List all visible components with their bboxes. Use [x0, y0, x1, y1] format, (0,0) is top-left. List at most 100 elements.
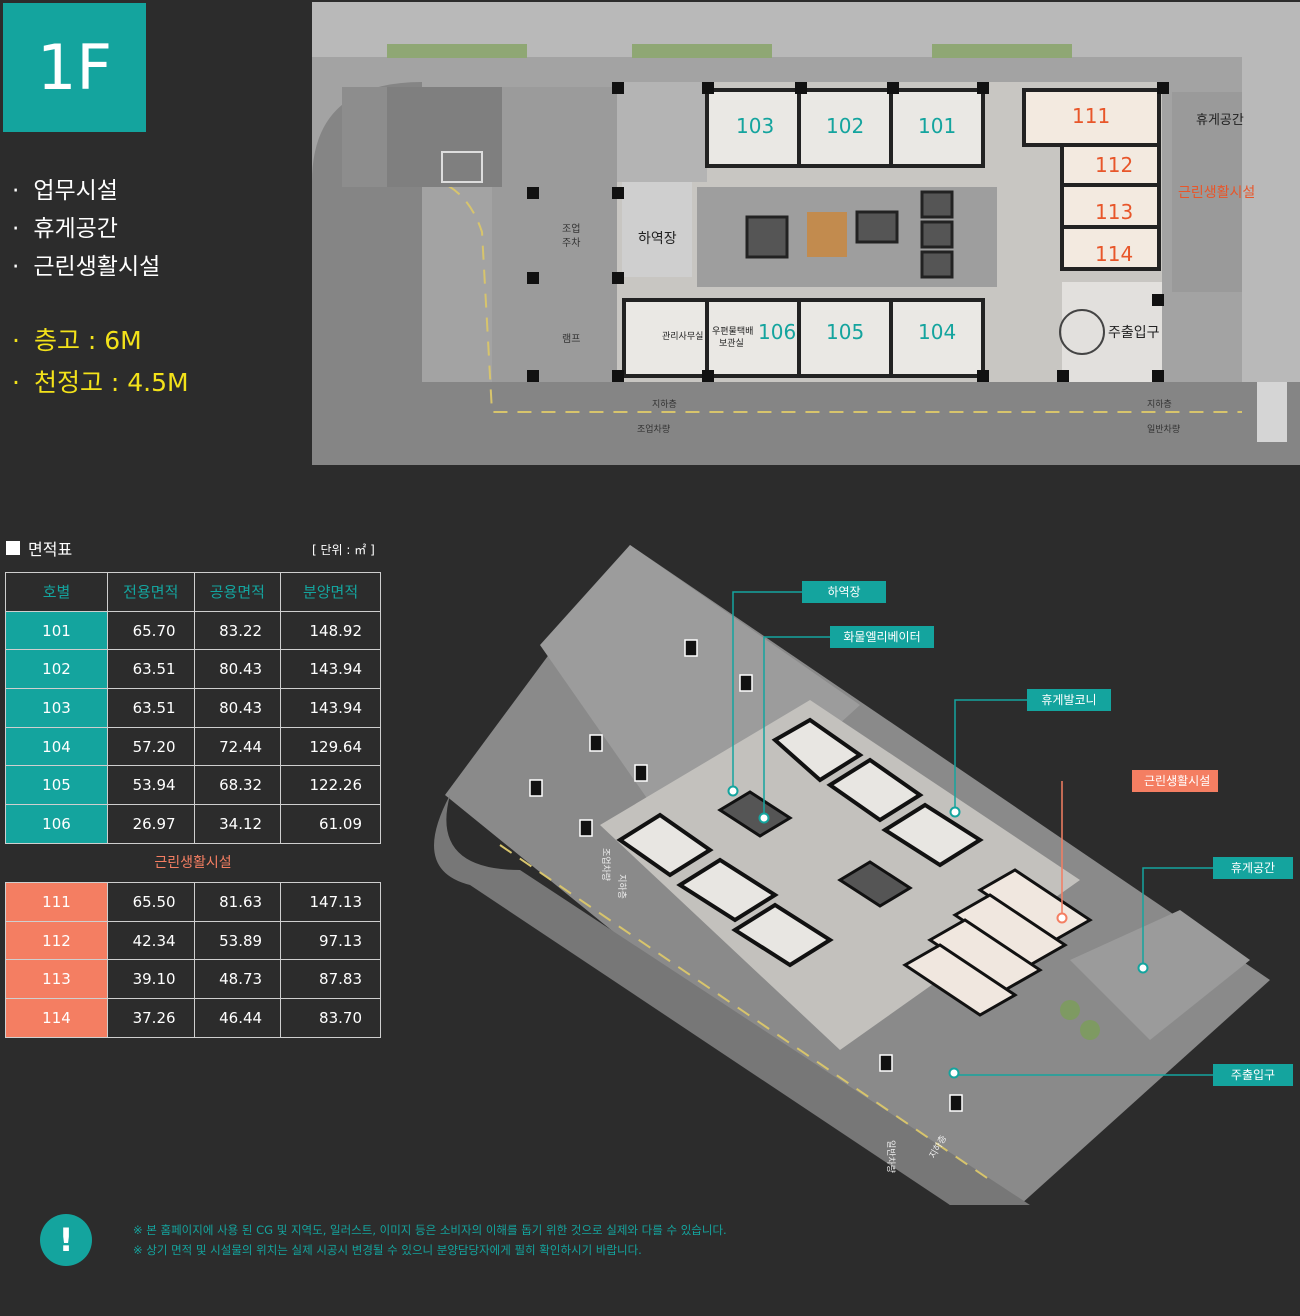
table-cell: 147.13 — [280, 882, 381, 922]
ramp-label: 램프 — [562, 334, 581, 345]
parking-label: 주차 — [562, 238, 581, 249]
callout-lines — [727, 591, 1213, 1079]
facility-list: 업무시설 휴게공간 근린생활시설 — [12, 172, 160, 286]
spec-list: 층고 : 6M 천정고 : 4.5M — [12, 320, 189, 404]
table-header: 공용면적 — [193, 572, 282, 612]
unit-label: 103 — [736, 114, 775, 138]
callout-rest-balcony: 휴게발코니 — [1027, 689, 1111, 711]
unit-cell: 112 — [5, 920, 108, 961]
table-cell: 53.89 — [193, 920, 282, 961]
mgmt-office-label: 관리사무실 — [662, 332, 704, 342]
table-cell: 63.51 — [107, 649, 195, 690]
retail-label: 근린생활시설 — [1178, 185, 1256, 201]
facility-item: 근린생활시설 — [12, 248, 160, 286]
floor-plan-2d: 103 102 101 106 105 104 111 112 113 114 … — [312, 2, 1300, 465]
exclamation-icon: ! — [40, 1214, 92, 1266]
parcel-room-label: 우편물택배 — [712, 327, 754, 337]
area-table-title: 면적표 — [6, 536, 72, 560]
disclaimer-line: ※ 상기 면적 및 시설물의 위치는 실제 시공시 변경될 수 있으니 분양담당… — [133, 1243, 642, 1257]
callout-main-entrance: 주출입구 — [1213, 1064, 1293, 1086]
table-cell: 39.10 — [107, 959, 195, 1000]
unit-label: 101 — [918, 114, 957, 138]
spec-item: 층고 : 6M — [12, 320, 189, 362]
parcel-room-label: 보관실 — [719, 339, 744, 349]
disclaimer-line: ※ 본 홈페이지에 사용 된 CG 및 지역도, 일러스트, 이미지 등은 소비… — [133, 1223, 727, 1237]
table-header: 호별 — [5, 572, 108, 612]
entrance-label: 주출입구 — [1108, 325, 1160, 341]
square-icon — [6, 541, 20, 555]
shop-label: 113 — [1095, 200, 1134, 224]
table-cell: 148.92 — [280, 610, 381, 651]
road-label: 지하층 — [615, 874, 626, 899]
table-cell: 65.70 — [107, 610, 195, 651]
table-cell: 81.63 — [193, 882, 282, 922]
table-header: 분양면적 — [280, 572, 381, 612]
spec-item: 천정고 : 4.5M — [12, 362, 189, 404]
shop-label: 114 — [1095, 242, 1134, 266]
table-cell: 143.94 — [280, 649, 381, 690]
table-cell: 42.34 — [107, 920, 195, 961]
table-cell: 57.20 — [107, 726, 195, 767]
unit-cell: 103 — [5, 688, 108, 728]
road-label: 지하층 — [652, 400, 677, 410]
unit-cell: 101 — [5, 610, 108, 651]
isometric-floor-view: 하역장 화물엘리베이터 휴게발코니 근린생활시설 휴게공간 주출입구 조업차량 … — [390, 540, 1300, 1205]
unit-cell: 104 — [5, 726, 108, 767]
table-cell: 46.44 — [193, 998, 282, 1038]
table-cell: 83.70 — [280, 998, 381, 1038]
table-cell: 80.43 — [193, 649, 282, 690]
shop-label: 112 — [1095, 153, 1134, 177]
table-cell: 80.43 — [193, 688, 282, 728]
road-label: 조업차량 — [637, 425, 671, 435]
area-table-title-text: 면적표 — [28, 540, 73, 559]
floor-plan-drawing — [312, 2, 1300, 465]
table-cell: 53.94 — [107, 765, 195, 806]
table-cell: 143.94 — [280, 688, 381, 728]
unit-cell: 105 — [5, 765, 108, 806]
facility-item: 업무시설 — [12, 172, 160, 210]
unit-cell: 111 — [5, 882, 108, 922]
rest-area-label: 휴게공간 — [1196, 113, 1244, 128]
disclaimer-notes: ※ 본 홈페이지에 사용 된 CG 및 지역도, 일러스트, 이미지 등은 소비… — [133, 1220, 727, 1260]
table-cell: 48.73 — [193, 959, 282, 1000]
table-cell: 129.64 — [280, 726, 381, 767]
table-cell: 83.22 — [193, 610, 282, 651]
table-cell: 61.09 — [280, 804, 381, 844]
unit-cell: 114 — [5, 998, 108, 1038]
table-cell: 72.44 — [193, 726, 282, 767]
unit-label: 106 — [758, 320, 797, 344]
callout-rest-area: 휴게공간 — [1213, 857, 1293, 879]
table-cell: 122.26 — [280, 765, 381, 806]
table-cell: 65.50 — [107, 882, 195, 922]
table-cell: 63.51 — [107, 688, 195, 728]
facility-item: 휴게공간 — [12, 210, 160, 248]
road-label: 일반차량 — [885, 1139, 896, 1174]
road-label: 조업차량 — [600, 847, 611, 882]
shop-label: 111 — [1072, 104, 1111, 128]
table-cell: 97.13 — [280, 920, 381, 961]
table-cell: 34.12 — [193, 804, 282, 844]
table-header: 전용면적 — [107, 572, 195, 612]
parking-label: 조업 — [562, 224, 581, 235]
unit-label: 105 — [826, 320, 865, 344]
table-cell: 68.32 — [193, 765, 282, 806]
unit-label: 102 — [826, 114, 865, 138]
unit-cell: 113 — [5, 959, 108, 1000]
road-label: 일반차량 — [1147, 425, 1181, 435]
table-header-row: 호별 전용면적 공용면적 분양면적 — [5, 572, 381, 612]
area-table-unit: [ 단위 : ㎡ ] — [312, 543, 375, 557]
retail-table-title: 근린생활시설 — [154, 855, 232, 871]
callout-loading-dock: 하역장 — [802, 581, 886, 603]
